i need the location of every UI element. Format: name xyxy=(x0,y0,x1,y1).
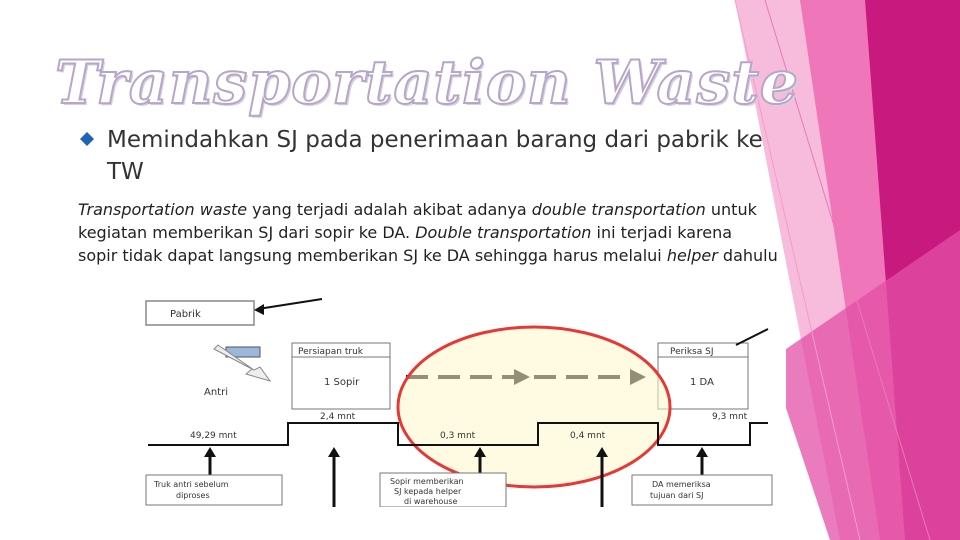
persiapan-label: Persiapan truk xyxy=(298,347,364,357)
bullet-point: Memindahkan SJ pada penerimaan barang da… xyxy=(80,124,840,188)
diamond-bullet-icon xyxy=(80,132,94,146)
para-text: sopir tidak dapat langsung memberikan SJ… xyxy=(78,246,667,265)
pabrik-label: Pabrik xyxy=(170,309,201,320)
em-transportation-waste: Transportation waste xyxy=(78,200,248,219)
paragraph-line-1: Transportation waste yang terjadi adalah… xyxy=(78,198,878,221)
time-0-3: 0,3 mnt xyxy=(440,431,476,441)
note-box-2 xyxy=(379,472,507,508)
paragraph-line-2: kegiatan memberikan SJ dari sopir ke DA.… xyxy=(78,221,878,244)
periksa-label: Periksa SJ xyxy=(670,347,714,357)
bullet-text-line1: Memindahkan SJ pada penerimaan barang da… xyxy=(107,127,763,153)
para-text: yang terjadi adalah akibat adanya xyxy=(247,200,532,219)
value-stream-diagram: Pabrik Persiapan truk 1 Sopir Antri Peri… xyxy=(145,298,773,508)
note-arrow-2-head xyxy=(328,447,340,457)
note-arrow-3-head xyxy=(474,447,486,457)
time-2-4: 2,4 mnt xyxy=(320,412,356,422)
note-arrow-4-head xyxy=(596,447,608,457)
timeline-line xyxy=(148,422,768,446)
persiapan-box xyxy=(291,356,391,410)
note1-line1: Truk antri sebelum xyxy=(153,480,229,489)
note-box-3 xyxy=(631,474,773,506)
time-49-29: 49,29 mnt xyxy=(190,431,237,441)
time-0-4: 0,4 mnt xyxy=(570,431,606,441)
note2-line3: di warehouse xyxy=(404,497,458,506)
em-double-transportation: double transportation xyxy=(531,200,706,219)
note2-line1: Sopir memberikan xyxy=(390,477,464,486)
em-double-transportation-2: Double transportation xyxy=(415,223,592,242)
para-text: dahulu xyxy=(717,246,778,265)
slide-title: Transportation Waste xyxy=(54,47,800,119)
periksa-arrow xyxy=(735,328,769,346)
value-stream-map-image: Pabrik Persiapan truk 1 Sopir Antri Peri… xyxy=(142,297,786,508)
pabrik-arrow-head xyxy=(254,304,264,315)
highlight-oval xyxy=(396,325,672,489)
para-text: untuk xyxy=(705,200,757,219)
da-label: 1 DA xyxy=(690,377,714,388)
push-arrow xyxy=(213,344,272,382)
para-text: ini terjadi karena xyxy=(591,223,733,242)
note-arrow-1-head xyxy=(204,447,216,457)
note-box-1 xyxy=(145,474,283,506)
note3-line1: DA memeriksa xyxy=(652,480,711,489)
pabrik-arrow xyxy=(257,298,323,310)
em-helper: helper xyxy=(666,246,718,265)
deco-thin-line-2 xyxy=(764,0,931,540)
body-paragraph: Transportation waste yang terjadi adalah… xyxy=(78,198,878,267)
note2-line2: SJ kepada helper xyxy=(394,487,462,496)
para-text: kegiatan memberikan SJ dari sopir ke DA. xyxy=(78,223,416,242)
bullet-text-line2: TW xyxy=(107,159,144,185)
pabrik-box xyxy=(145,300,255,326)
deco-pink-lower-triangle xyxy=(770,230,960,540)
note3-line2: tujuan dari SJ xyxy=(650,491,704,500)
deco-thin-line-1 xyxy=(734,0,861,540)
paragraph-line-3: sopir tidak dapat langsung memberikan SJ… xyxy=(78,244,878,267)
note-arrow-5-head xyxy=(696,447,708,457)
antri-label: Antri xyxy=(204,387,228,398)
time-9-3: 9,3 mnt xyxy=(712,412,748,422)
sopir-label: 1 Sopir xyxy=(324,377,360,388)
note1-line2: diproses xyxy=(176,491,210,500)
